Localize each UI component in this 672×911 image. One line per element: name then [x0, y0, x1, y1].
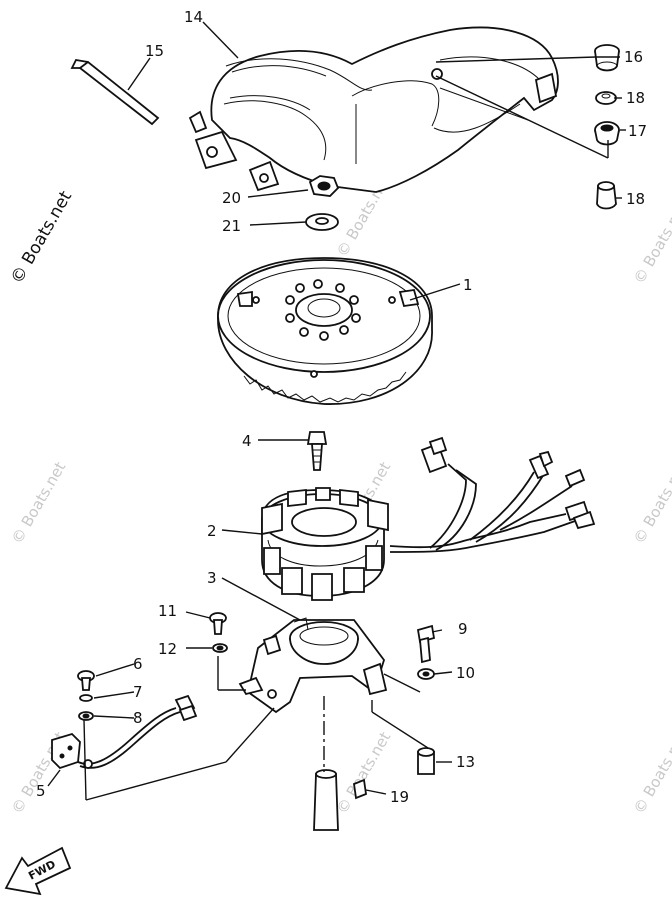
callout-5: 5	[36, 782, 46, 800]
leader-lines	[47, 21, 626, 801]
callout-17: 17	[628, 122, 647, 140]
callout-11: 11	[158, 602, 177, 620]
part-11-screw	[209, 612, 227, 635]
callout-9: 9	[458, 620, 468, 638]
part-2-stator	[261, 436, 596, 601]
watermark: © Boats.net	[8, 459, 69, 547]
watermark: © Boats.net	[630, 459, 672, 547]
part-5-pulser-coil	[51, 694, 198, 770]
callout-4: 4	[242, 432, 252, 450]
part-19-key	[353, 778, 367, 800]
part-12-washer	[212, 643, 228, 653]
callout-21: 21	[222, 217, 241, 235]
callout-14: 14	[184, 8, 203, 26]
callout-15: 15	[145, 42, 164, 60]
callout-13: 13	[456, 753, 475, 771]
part-6-screw	[77, 670, 95, 691]
callout-10: 10	[456, 664, 475, 682]
part-8-washer	[78, 711, 94, 721]
part-7-washer	[79, 694, 93, 702]
callout-12: 12	[158, 640, 177, 658]
watermark: © Boats.net	[333, 729, 394, 817]
part-3-base-plate	[238, 617, 388, 714]
part-17-grommet	[594, 121, 620, 146]
part-13-collar	[417, 747, 435, 775]
part-16-grommet	[594, 44, 620, 72]
callout-8: 8	[133, 709, 143, 727]
part-9-screw	[416, 624, 436, 664]
part-10-washer	[417, 668, 435, 680]
watermark: © Boats.net	[630, 729, 672, 817]
part-21-washer	[305, 213, 339, 231]
callout-16: 16	[624, 48, 643, 66]
fwd-direction-arrow: FWD	[4, 846, 72, 896]
callout-labels: 1 2 3 4 5 6 7 8 9 10 11 12 13 14 15 16 1…	[36, 8, 647, 806]
callout-1: 1	[463, 276, 473, 294]
part-20-nut	[308, 175, 340, 197]
part-4-bolt	[306, 431, 328, 471]
part-14-flywheel-cover	[188, 26, 559, 193]
watermark: © Boats.net	[630, 199, 672, 287]
callout-20: 20	[222, 189, 241, 207]
part-18-collar	[595, 91, 617, 105]
callout-2: 2	[207, 522, 217, 540]
part-15-hose	[70, 59, 160, 126]
part-18-collar-lower	[596, 181, 617, 210]
callout-7: 7	[133, 683, 143, 701]
part-1-flywheel	[217, 257, 433, 405]
callout-3: 3	[207, 569, 217, 587]
callout-6: 6	[133, 655, 143, 673]
callout-18a: 18	[626, 89, 645, 107]
callout-19: 19	[390, 788, 409, 806]
watermark-dark: © Boats.net	[7, 187, 76, 287]
crankshaft	[313, 769, 339, 831]
callout-18b: 18	[626, 190, 645, 208]
